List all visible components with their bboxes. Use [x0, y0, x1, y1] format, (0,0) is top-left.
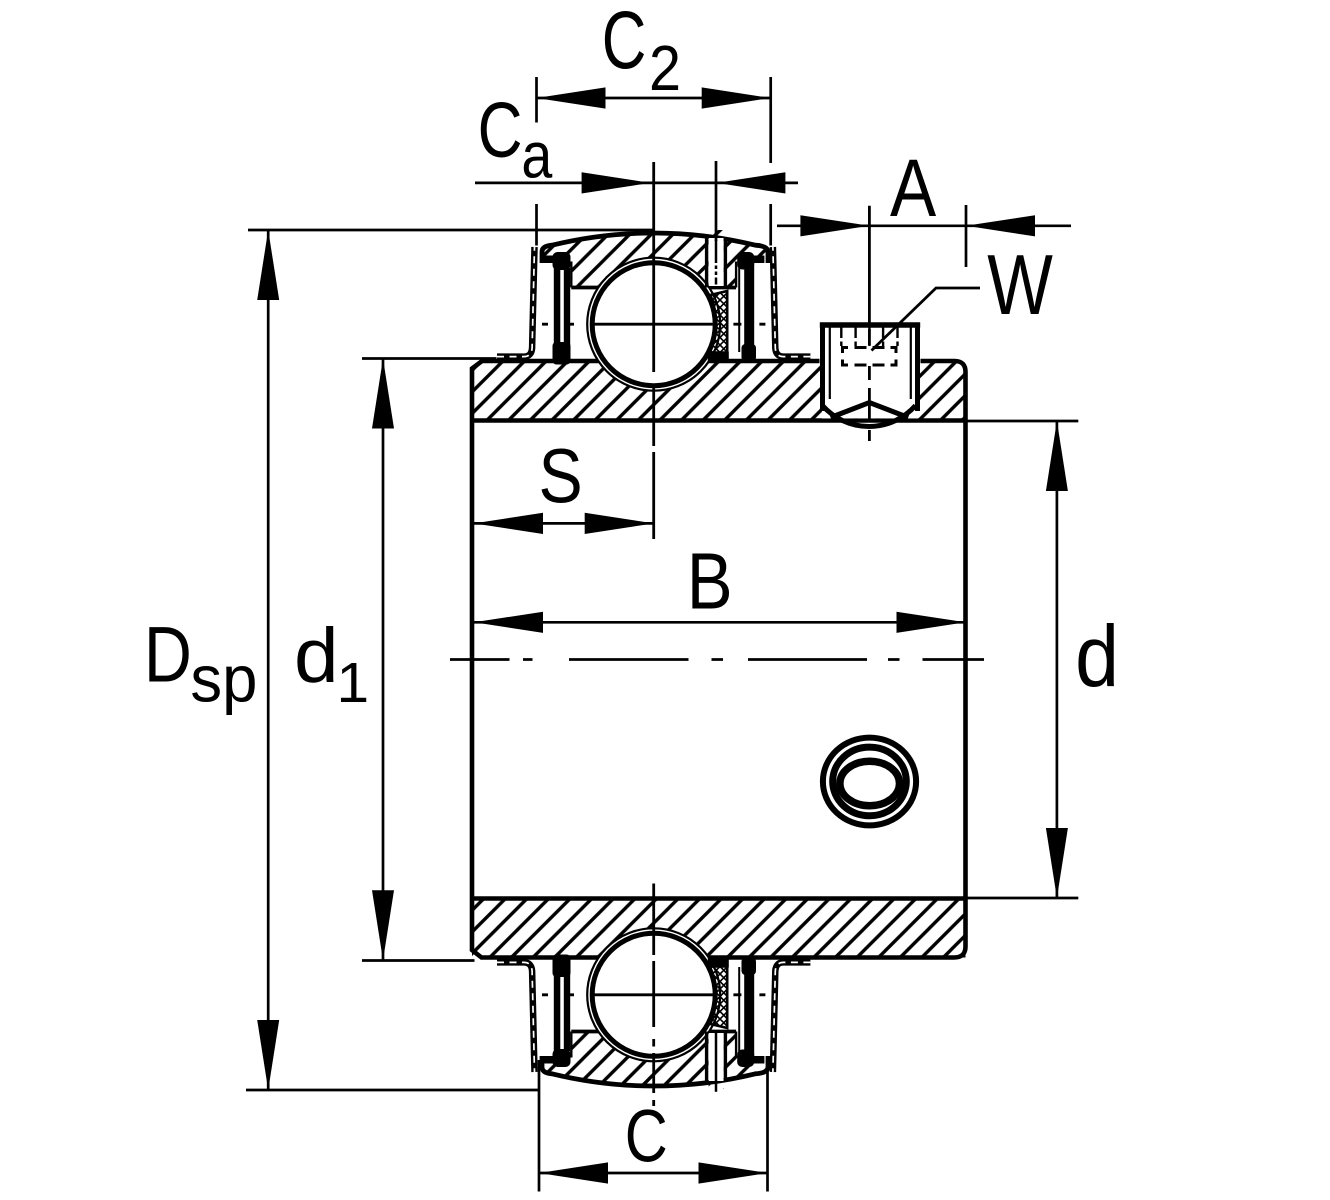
- svg-text:C: C: [602, 0, 647, 86]
- svg-text:sp: sp: [190, 642, 257, 716]
- svg-text:1: 1: [337, 651, 370, 714]
- svg-text:S: S: [539, 434, 583, 520]
- svg-text:A: A: [890, 143, 937, 234]
- svg-text:D: D: [144, 611, 192, 699]
- svg-text:d: d: [1075, 607, 1119, 705]
- svg-text:W: W: [987, 238, 1053, 333]
- svg-text:B: B: [687, 536, 733, 625]
- svg-text:d: d: [294, 613, 339, 699]
- svg-text:C: C: [625, 1095, 668, 1178]
- svg-text:a: a: [521, 119, 552, 192]
- svg-text:C: C: [478, 86, 523, 174]
- svg-text:2: 2: [649, 32, 681, 104]
